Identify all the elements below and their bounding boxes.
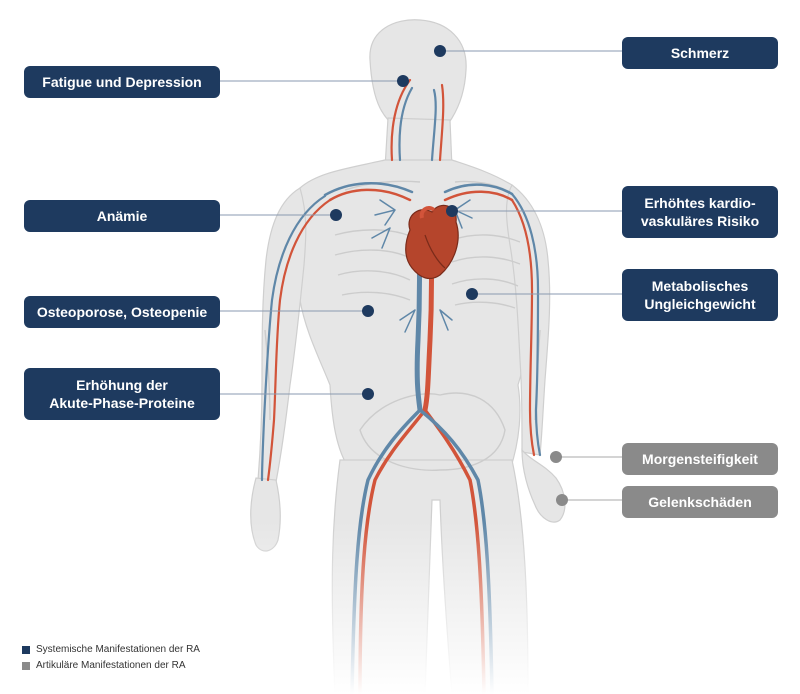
legend-articular-text: Artikuläre Manifestationen der RA xyxy=(36,660,186,671)
marker-schmerz xyxy=(434,45,446,57)
marker-anaemie xyxy=(330,209,342,221)
connector-lines xyxy=(220,50,622,501)
label-erhoehtes-kardiovaskulaeres-risiko: Erhöhtes kardio- vaskuläres Risiko xyxy=(622,186,778,238)
marker-gelenkschaeden xyxy=(556,494,568,506)
marker-morgensteifigkeit xyxy=(550,451,562,463)
marker-osteoporose xyxy=(362,305,374,317)
legend-articular-swatch xyxy=(22,661,30,670)
legend-systemic: Systemische Manifestationen der RA xyxy=(22,644,200,655)
marker-kardio xyxy=(446,205,458,217)
label-anaemie: Anämie xyxy=(24,200,220,232)
label-fatigue-und-depression: Fatigue und Depression xyxy=(24,66,220,98)
label-metabolisches-ungleichgewicht: Metabolisches Ungleichgewicht xyxy=(622,269,778,321)
label-osteoporose-osteopenie: Osteoporose, Osteopenie xyxy=(24,296,220,328)
markers xyxy=(330,45,568,506)
label-akute-phase-proteine: Erhöhung der Akute-Phase-Proteine xyxy=(24,368,220,420)
label-schmerz: Schmerz xyxy=(622,37,778,69)
marker-fatigue xyxy=(397,75,409,87)
label-gelenkschaeden: Gelenkschäden xyxy=(622,486,778,518)
marker-metabolisch xyxy=(466,288,478,300)
marker-akute-phase xyxy=(362,388,374,400)
legend-systemic-swatch xyxy=(22,645,30,654)
legend-systemic-text: Systemische Manifestationen der RA xyxy=(36,644,200,655)
legend-articular: Artikuläre Manifestationen der RA xyxy=(22,660,186,671)
label-morgensteifigkeit: Morgensteifigkeit xyxy=(622,443,778,475)
